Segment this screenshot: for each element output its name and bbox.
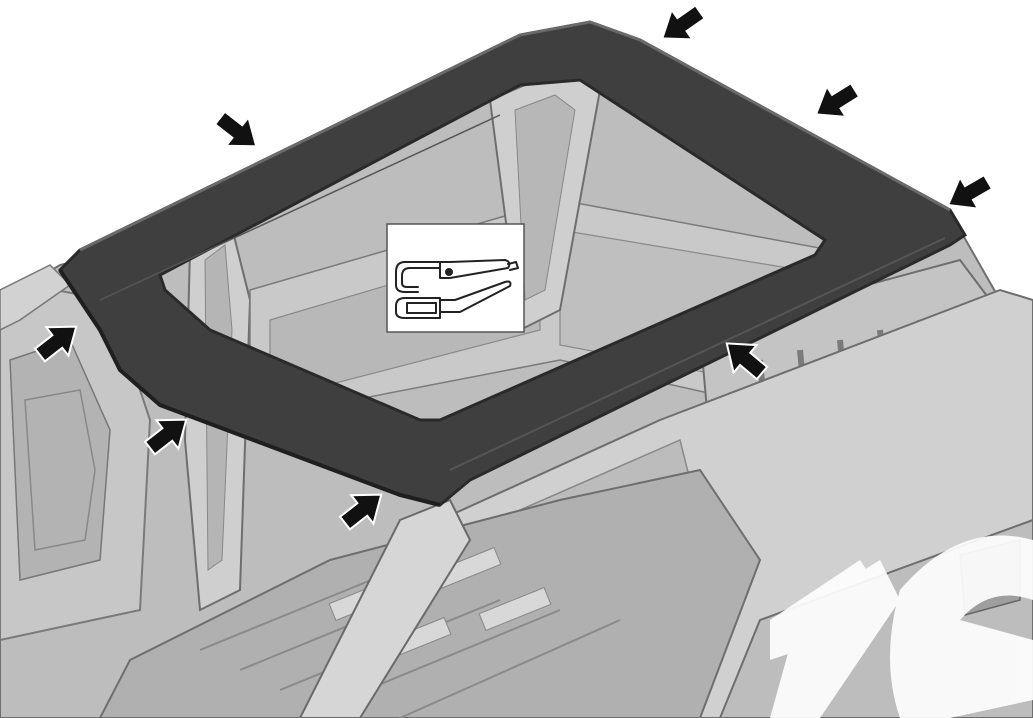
locking-c-clamp-pliers-icon — [395, 259, 519, 319]
callout-arrow-roof-top-right — [805, 73, 866, 131]
roof-panel — [58, 20, 968, 507]
callout-arrow-roof-top-left — [207, 102, 269, 162]
callout-arrow-roof-top-center — [650, 0, 712, 55]
tool-inset — [386, 223, 525, 333]
watermark — [770, 535, 1033, 718]
